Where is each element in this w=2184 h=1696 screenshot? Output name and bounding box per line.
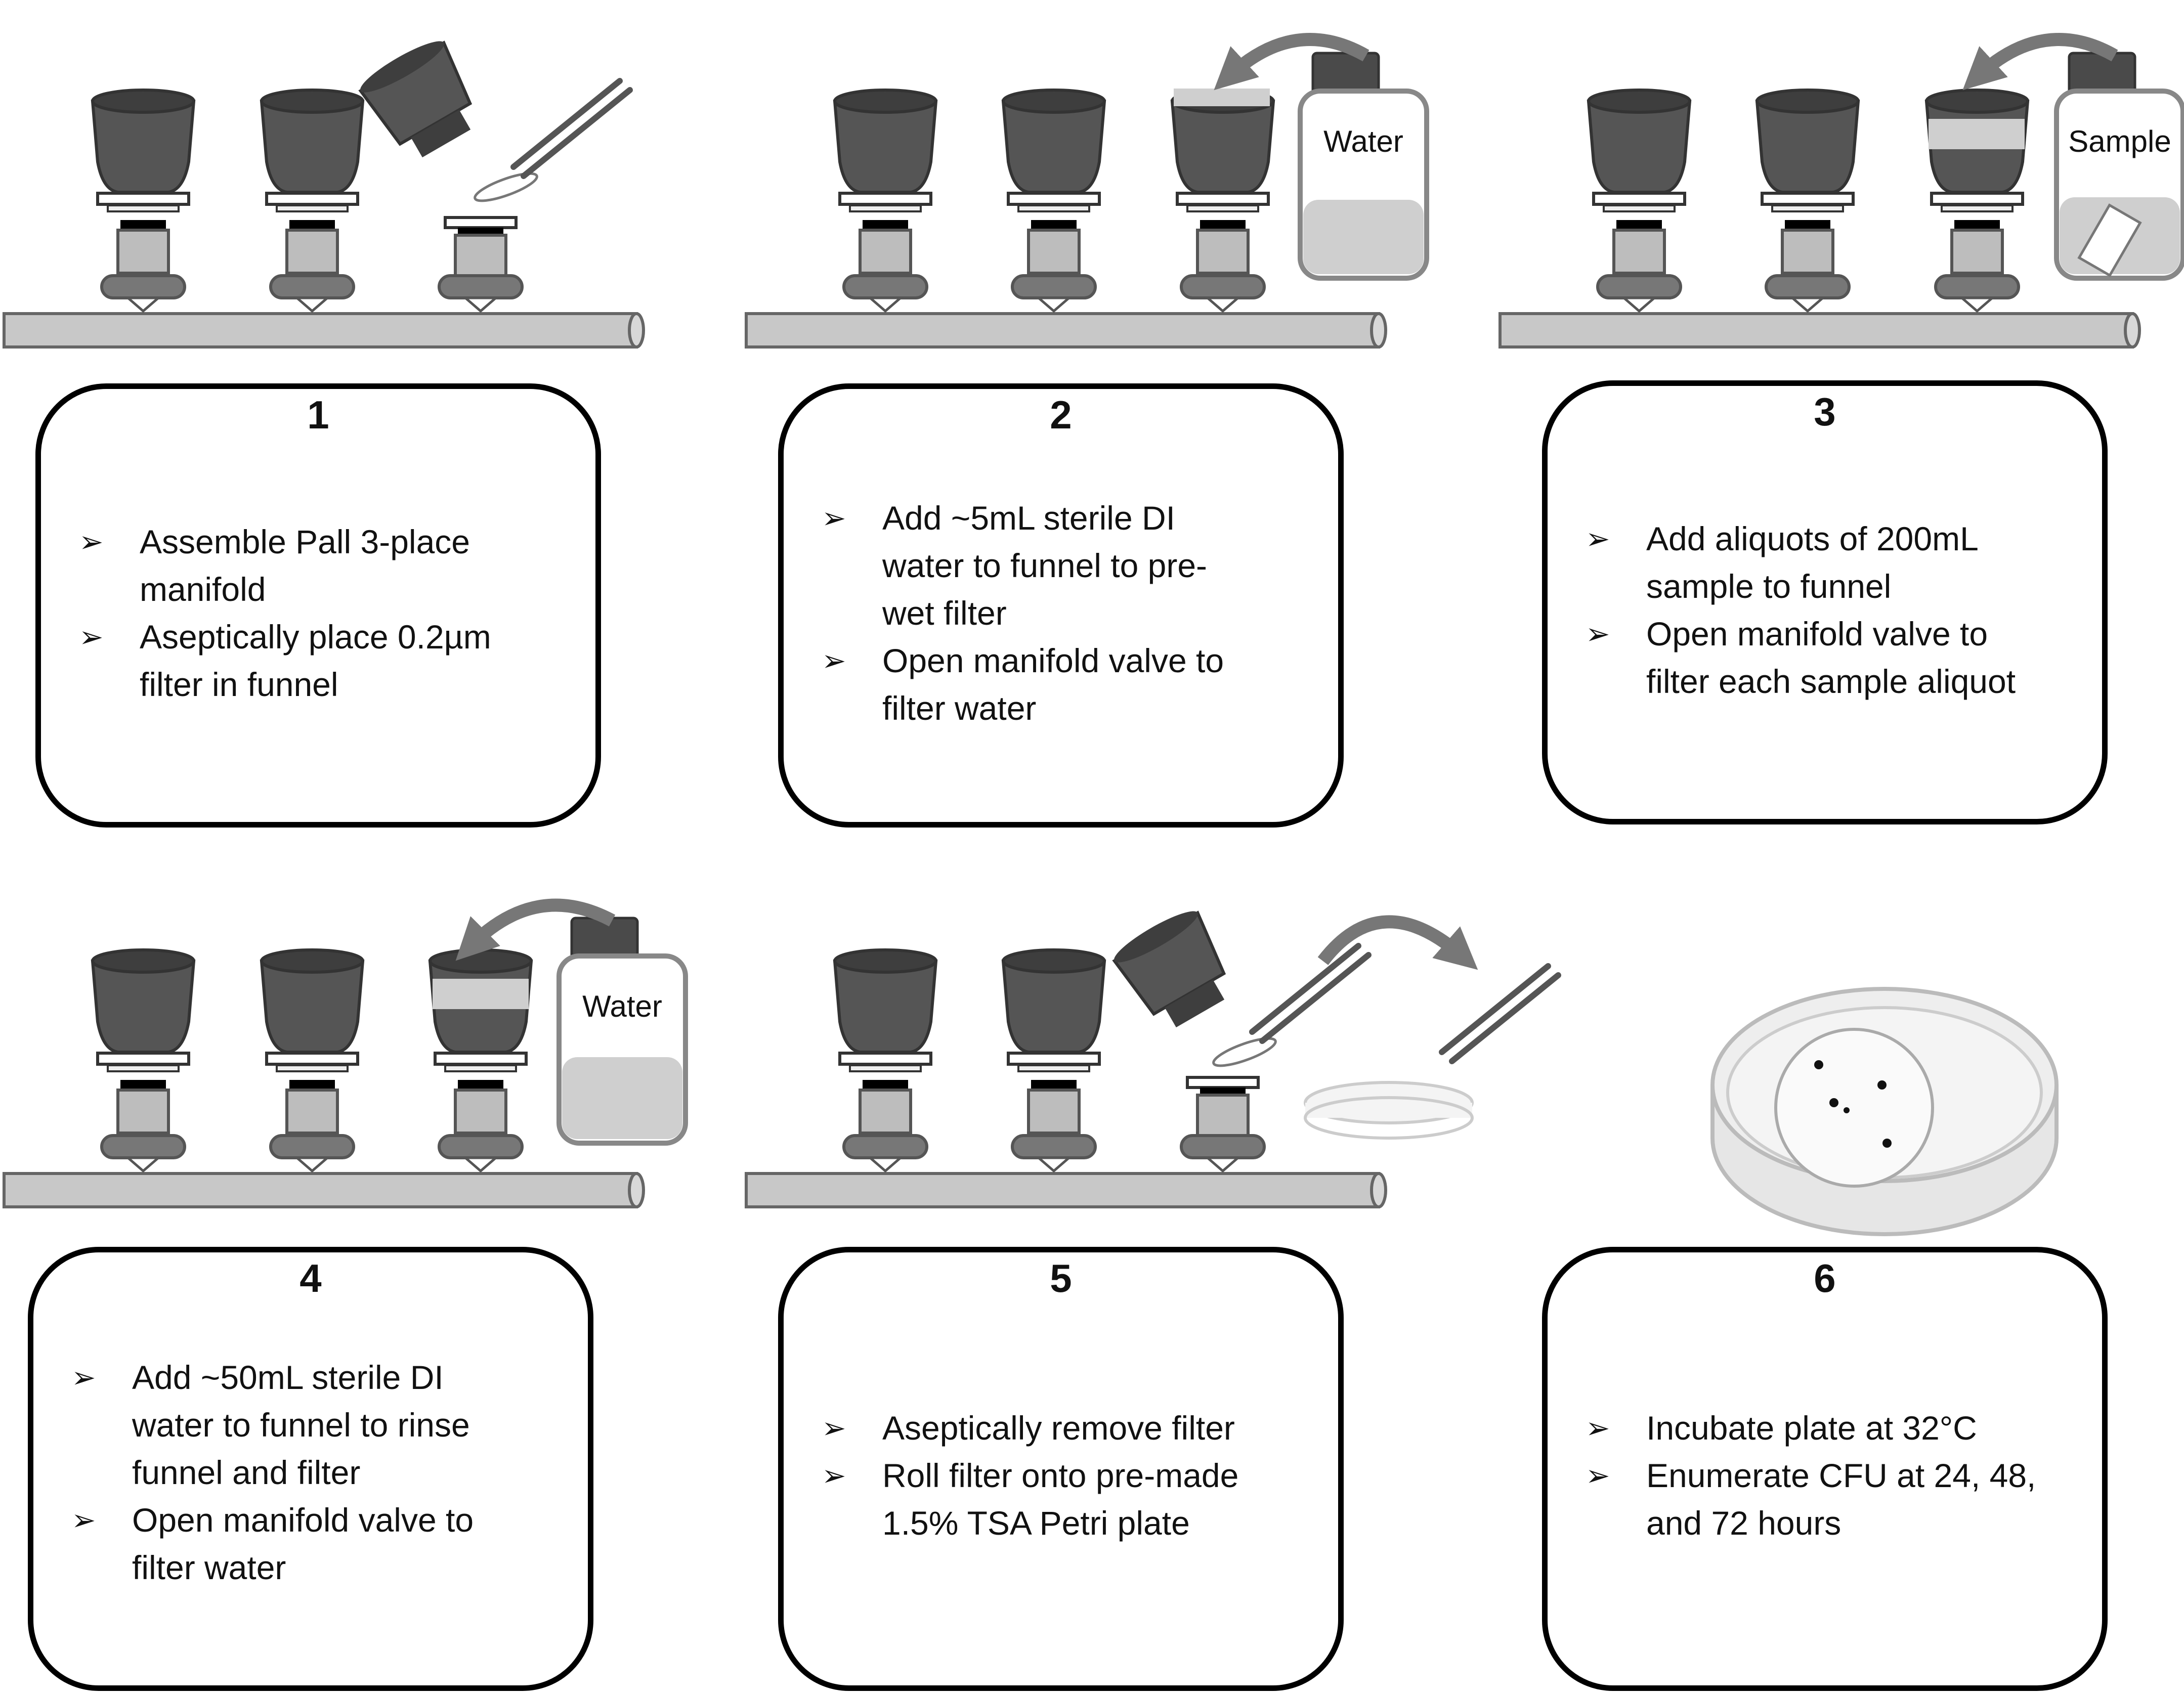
removed-funnel [358, 40, 473, 158]
step-1-box: 1 ➢Assemble Pall 3-place manifold ➢Asept… [35, 383, 601, 828]
step-3-box: 3 ➢Add aliquots of 200mL sample to funne… [1542, 380, 2108, 824]
arrow-bullet-icon: ➢ [71, 1503, 96, 1537]
step-number: 3 [1814, 389, 1836, 434]
open-filter-holder [1180, 1076, 1266, 1173]
step-1-apparatus [4, 40, 644, 347]
step-4-box: 4 ➢Add ~50mL sterile DI water to funnel … [28, 1247, 593, 1691]
bullet-item: ➢Open manifold valve to filter water [71, 1496, 474, 1591]
arrow-bullet-icon: ➢ [822, 501, 846, 535]
arrow-bullet-icon: ➢ [71, 1360, 96, 1395]
bullet-item: ➢Roll filter onto pre-made 1.5% TSA Petr… [822, 1452, 1238, 1547]
step-number: 1 [307, 393, 329, 437]
bullet-item: ➢Incubate plate at 32°C [1586, 1404, 2036, 1452]
bullet-item: ➢Aseptically remove filter [822, 1404, 1238, 1452]
step-number: 6 [1814, 1256, 1836, 1300]
step-4-apparatus: Water [4, 898, 686, 1207]
arrow-bullet-icon: ➢ [79, 525, 104, 559]
bullet-item: ➢Add ~5mL sterile DI water to funnel to … [822, 494, 1224, 637]
bullet-item: ➢Aseptically place 0.2µm filter in funne… [79, 613, 491, 708]
step-2-apparatus: Water [746, 33, 1427, 347]
step-bullets: ➢Add ~50mL sterile DI water to funnel to… [71, 1354, 474, 1591]
step-number: 2 [1050, 393, 1072, 437]
bottle-label: Water [1323, 124, 1403, 158]
arrow-bullet-icon: ➢ [822, 643, 846, 678]
water-bottle: Water [559, 918, 686, 1143]
removed-funnel [1112, 910, 1226, 1028]
step-bullets: ➢Assemble Pall 3-place manifold ➢Aseptic… [79, 518, 491, 708]
step-5-box: 5 ➢Aseptically remove filter ➢Roll filte… [778, 1247, 1344, 1691]
bottle-label: Sample [2068, 124, 2171, 158]
petri-plate [1710, 987, 2059, 1236]
step-number: 4 [299, 1256, 322, 1300]
arrow-bullet-icon: ➢ [79, 620, 104, 654]
bullet-item: ➢Add ~50mL sterile DI water to funnel to… [71, 1354, 474, 1496]
bullet-item: ➢Enumerate CFU at 24, 48, and 72 hours [1586, 1452, 2036, 1547]
step-bullets: ➢Add aliquots of 200mL sample to funnel … [1586, 515, 2016, 705]
bullet-item: ➢Add aliquots of 200mL sample to funnel [1586, 515, 2016, 610]
arrow-bullet-icon: ➢ [822, 1458, 846, 1493]
bullet-item: ➢Open manifold valve to filter each samp… [1586, 610, 2016, 705]
water-bottle: Water [1300, 53, 1427, 278]
step-6-box: 6 ➢Incubate plate at 32°C ➢Enumerate CFU… [1542, 1247, 2108, 1691]
step-bullets: ➢Add ~5mL sterile DI water to funnel to … [822, 494, 1224, 732]
arrow-bullet-icon: ➢ [822, 1411, 846, 1445]
arrow-bullet-icon: ➢ [1586, 1411, 1610, 1445]
bullet-item: ➢Open manifold valve to filter water [822, 637, 1224, 732]
step-3-apparatus: Sample [1500, 33, 2183, 347]
step-bullets: ➢Incubate plate at 32°C ➢Enumerate CFU a… [1586, 1404, 2036, 1547]
sample-bottle: Sample [2057, 53, 2183, 278]
arrow-bullet-icon: ➢ [1586, 1458, 1610, 1493]
step-bullets: ➢Aseptically remove filter ➢Roll filter … [822, 1404, 1238, 1547]
step-5-apparatus [746, 910, 1558, 1207]
open-filter-holder [438, 216, 524, 313]
petri-dish-small [1304, 1081, 1474, 1140]
bullet-item: ➢Assemble Pall 3-place manifold [79, 518, 491, 613]
arrow-bullet-icon: ➢ [1586, 521, 1610, 556]
bottle-label: Water [582, 989, 662, 1023]
arrow-bullet-icon: ➢ [1586, 617, 1610, 651]
step-number: 5 [1050, 1256, 1072, 1300]
step-2-box: 2 ➢Add ~5mL sterile DI water to funnel t… [778, 383, 1344, 828]
